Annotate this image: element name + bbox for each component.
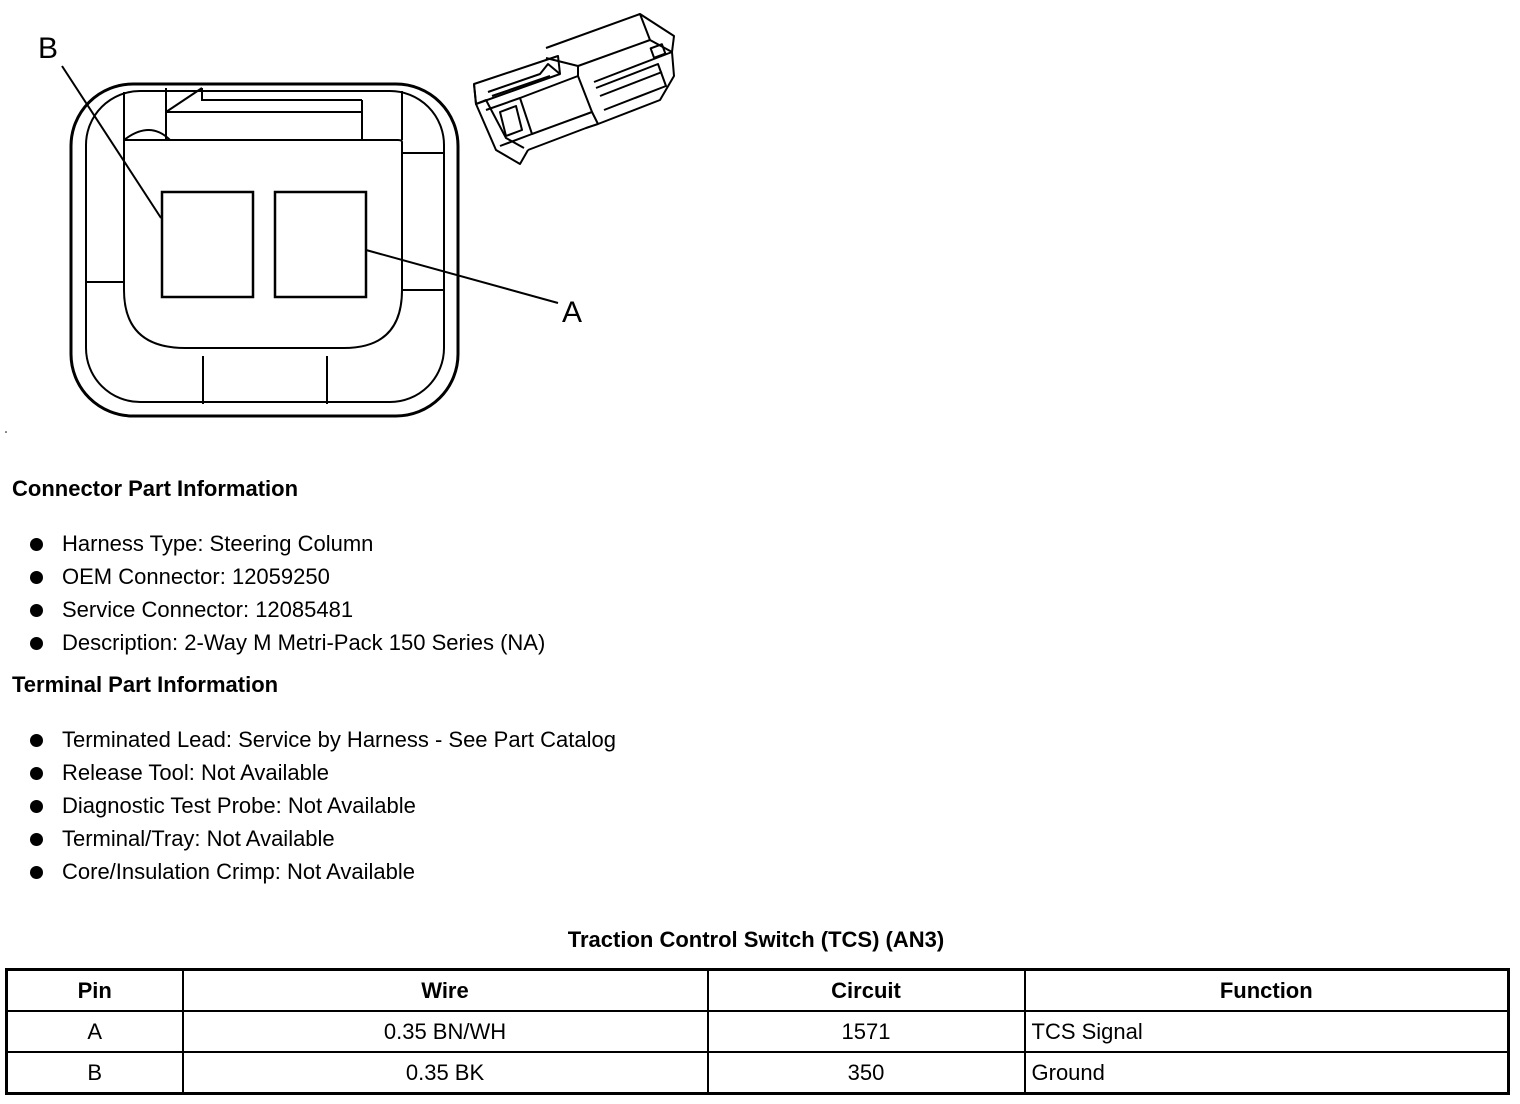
- cell-wire: 0.35 BK: [181, 1051, 709, 1095]
- bullet-icon: [30, 767, 43, 780]
- connector-cavity: [123, 139, 403, 349]
- cell-circuit: 350: [706, 1051, 1026, 1095]
- pin-table: Pin Wire Circuit Function A 0.35 BN/WH 1…: [5, 968, 1510, 1095]
- connector-bottom-key: [202, 356, 328, 404]
- terminal-info-heading: Terminal Part Information: [12, 672, 279, 697]
- terminal-cavity-a: [273, 190, 368, 299]
- list-item-text: Diagnostic Test Probe: Not Available: [62, 793, 416, 818]
- column-header-circuit: Circuit: [706, 968, 1026, 1012]
- connector-face-diagram: B A: [5, 13, 675, 433]
- cell-wire: 0.35 BN/WH: [181, 1010, 709, 1053]
- connector-housing-outer: [69, 82, 460, 418]
- column-header-pin: Pin: [5, 968, 184, 1012]
- table-row: A 0.35 BN/WH 1571 TCS Signal: [5, 1010, 1510, 1053]
- bullet-icon: [30, 604, 43, 617]
- list-item-text: Harness Type: Steering Column: [62, 531, 374, 556]
- list-item-text: Terminated Lead: Service by Harness - Se…: [62, 727, 616, 752]
- bullet-icon: [30, 800, 43, 813]
- bullet-icon: [30, 734, 43, 747]
- list-item-text: Service Connector: 12085481: [62, 597, 354, 622]
- list-item: Diagnostic Test Probe: Not Available: [0, 792, 616, 825]
- list-item-text: Terminal/Tray: Not Available: [62, 826, 335, 851]
- column-header-function: Function: [1023, 968, 1510, 1012]
- terminal-cavity-b: [160, 190, 255, 299]
- list-item-text: OEM Connector: 12059250: [62, 564, 330, 589]
- bullet-icon: [30, 571, 43, 584]
- list-item-text: Description: 2-Way M Metri-Pack 150 Seri…: [62, 630, 546, 655]
- bullet-icon: [30, 866, 43, 879]
- connector-latch: [165, 87, 363, 140]
- list-item: Description: 2-Way M Metri-Pack 150 Seri…: [0, 629, 545, 662]
- list-item-text: Core/Insulation Crimp: Not Available: [62, 859, 415, 884]
- pin-label-b: B: [38, 32, 58, 65]
- list-item-text: Release Tool: Not Available: [62, 760, 330, 785]
- connector-info-list: Harness Type: Steering Column OEM Connec…: [0, 530, 545, 662]
- table-header-row: Pin Wire Circuit Function: [5, 968, 1510, 1012]
- cell-circuit: 1571: [706, 1010, 1026, 1053]
- leader-line-b: [61, 65, 162, 219]
- list-item: Release Tool: Not Available: [0, 759, 616, 792]
- list-item: Terminal/Tray: Not Available: [0, 825, 616, 858]
- cell-function: Ground: [1023, 1051, 1510, 1095]
- list-item: Terminated Lead: Service by Harness - Se…: [0, 726, 616, 759]
- list-item: Core/Insulation Crimp: Not Available: [0, 858, 616, 891]
- column-header-wire: Wire: [181, 968, 709, 1012]
- list-item: OEM Connector: 12059250: [0, 563, 545, 596]
- pin-table-title: Traction Control Switch (TCS) (AN3): [567, 927, 945, 952]
- connector-isometric-icon: [473, 13, 675, 165]
- bullet-icon: [30, 637, 43, 650]
- cell-pin: A: [5, 1010, 184, 1053]
- table-row: B 0.35 BK 350 Ground: [5, 1051, 1510, 1095]
- connector-housing-inner: [85, 90, 445, 403]
- connector-info-heading: Connector Part Information: [12, 476, 299, 501]
- leader-line-a: [365, 249, 559, 304]
- bullet-icon: [30, 833, 43, 846]
- list-item: Harness Type: Steering Column: [0, 530, 545, 563]
- cell-pin: B: [5, 1051, 184, 1095]
- cell-function: TCS Signal: [1023, 1010, 1510, 1053]
- bullet-icon: [30, 538, 43, 551]
- pin-label-a: A: [562, 296, 582, 329]
- list-item: Service Connector: 12085481: [0, 596, 545, 629]
- terminal-info-list: Terminated Lead: Service by Harness - Se…: [0, 726, 616, 891]
